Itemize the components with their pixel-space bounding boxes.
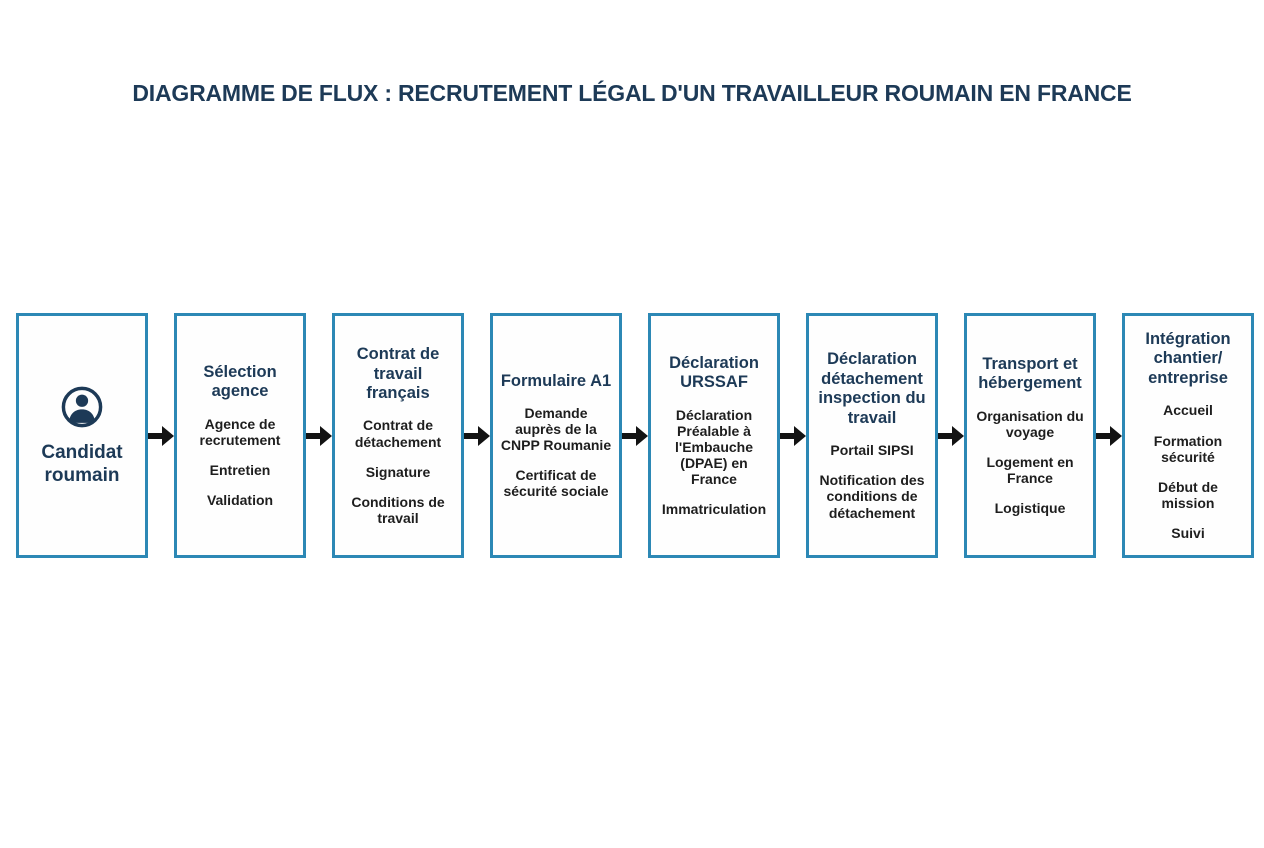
arrow-right-icon [938,426,964,446]
person-icon [59,384,105,430]
step-title: Déclaration détachement inspection du tr… [818,350,926,427]
step-item: Entretien [209,461,271,478]
flow-step-integration-chantier: Intégration chantier/ entreprise Accueil… [1122,313,1254,558]
step-label: Candidat roumain [41,441,123,486]
step-item: Formation sécurité [1153,432,1223,465]
step-title: Transport et hébergement [978,354,1082,393]
step-item: Contrat de détachement [354,417,442,450]
step-item: Accueil [1163,402,1213,419]
step-item: Notification des conditions de détacheme… [819,472,925,521]
step-item: Immatriculation [661,501,767,518]
flow-step-declaration-urssaf: Déclaration URSSAF Déclaration Préalable… [648,313,780,558]
step-title: Sélection agence [203,362,277,401]
flow-step-declaration-detachement: Déclaration détachement inspection du tr… [806,313,938,558]
arrow-right-icon [464,426,490,446]
arrow-right-icon [306,426,332,446]
step-item: Agence de recrutement [199,415,281,448]
step-item: Organisation du voyage [976,407,1084,440]
step-item: Déclaration Préalable à l'Embauche (DPAE… [674,406,754,488]
arrow-right-icon [1096,426,1122,446]
step-item: Certificat de sécurité sociale [503,467,609,500]
step-item: Début de mission [1158,478,1218,511]
step-title: Déclaration URSSAF [669,353,759,392]
step-item: Logement en France [986,453,1074,487]
flow-step-transport-hebergement: Transport et hébergement Organisation du… [964,313,1096,558]
flow-step-formulaire-a1: Formulaire A1 Demande auprès de la CNPP … [490,313,622,558]
step-item: Validation [206,492,274,509]
flow-step-selection-agence: Sélection agence Agence de recrutement E… [174,313,306,558]
step-item: Portail SIPSI [830,442,914,459]
page-title: DIAGRAMME DE FLUX : RECRUTEMENT LÉGAL D'… [132,80,1132,106]
flowchart: Candidat roumain Sélection agence Agence… [0,313,1264,558]
flow-step-candidat-roumain: Candidat roumain [16,313,148,558]
step-item: Conditions de travail [351,493,445,526]
step-item: Logistique [994,500,1066,517]
step-title: Contrat de travail français [356,345,440,402]
arrow-right-icon [780,426,806,446]
step-item: Signature [365,463,431,480]
step-title: Intégration chantier/ entreprise [1145,330,1231,387]
step-item: Suivi [1171,524,1205,541]
arrow-right-icon [148,426,174,446]
arrow-right-icon [622,426,648,446]
step-item: Demande auprès de la CNPP Roumanie [500,405,612,454]
step-title: Formulaire A1 [500,371,612,390]
flow-step-contrat-travail: Contrat de travail français Contrat de d… [332,313,464,558]
